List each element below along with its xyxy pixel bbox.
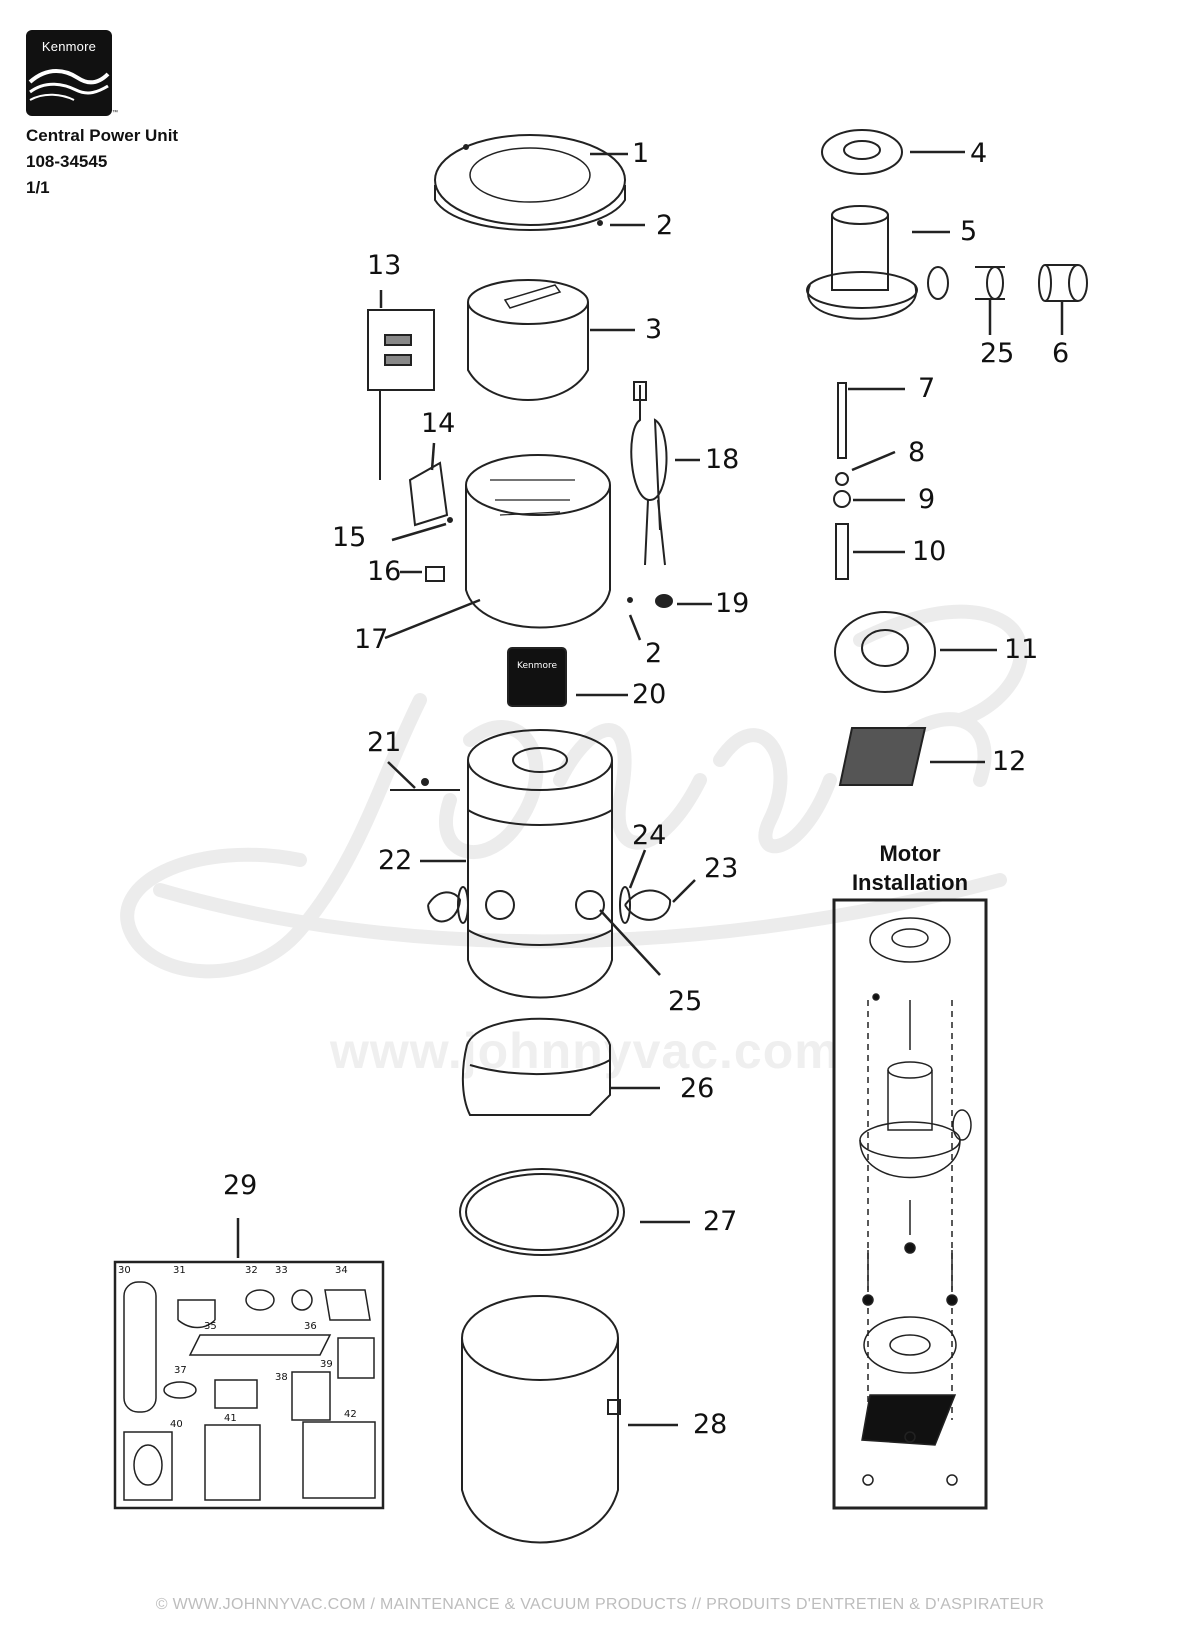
kit-callout-31: 31: [173, 1265, 186, 1276]
logo-wave-icon: [28, 69, 110, 101]
callout-4: 4: [970, 138, 988, 169]
callout-5: 5: [960, 216, 978, 247]
part-20-logo-text: Kenmore: [516, 661, 557, 671]
callout-24: 24: [632, 820, 667, 851]
kit-callout-33: 33: [275, 1265, 288, 1276]
callout-9: 9: [918, 484, 936, 515]
part-27-gasket-ring: [459, 1168, 625, 1256]
callout-18: 18: [705, 444, 740, 475]
part-15-screw: [447, 517, 453, 523]
page-title: Central Power Unit: [26, 126, 179, 145]
part-10-spacer: [835, 523, 849, 580]
callout-13: 13: [367, 250, 402, 281]
kit-callout-39: 39: [320, 1359, 333, 1370]
callout-8: 8: [908, 437, 926, 468]
kit-callout-38: 38: [275, 1372, 288, 1383]
part-1-top-cover: [434, 134, 626, 231]
part-14-bracket: [408, 461, 449, 527]
part-7-bolt: [837, 382, 847, 459]
callout-28: 28: [693, 1409, 728, 1440]
callout-16: 16: [367, 556, 402, 587]
callout-29: 29: [223, 1170, 258, 1201]
callout-6: 6: [1052, 338, 1070, 369]
kit-callout-36: 36: [304, 1321, 317, 1332]
kit-callout-41: 41: [224, 1413, 237, 1424]
callout-1: 1: [632, 138, 650, 169]
part-12-filter: [838, 727, 927, 786]
kit-callout-35: 35: [204, 1321, 217, 1332]
callout-3: 3: [645, 314, 663, 345]
part-8-washer: [835, 472, 849, 486]
callout-26: 26: [680, 1073, 715, 1104]
callout-27: 27: [703, 1206, 738, 1237]
callout-2b: 2: [645, 638, 663, 669]
part-11-gasket: [834, 611, 936, 693]
part-29-installation-kit: [113, 1260, 385, 1510]
part-13-connectors: [367, 309, 435, 480]
part-16-switch: [425, 566, 445, 582]
motor-installation-title-line2: Installation: [851, 869, 969, 895]
part-9-washer: [833, 490, 851, 508]
part-22-main-body: [427, 729, 672, 999]
kit-callout-40: 40: [170, 1419, 183, 1430]
part-21-latch-rod: [390, 778, 460, 791]
callout-21: 21: [367, 727, 402, 758]
callout-20: 20: [632, 679, 667, 710]
part-18-power-cord: [630, 381, 668, 566]
part-28-dirt-canister: [461, 1295, 621, 1544]
callout-7: 7: [918, 373, 936, 404]
page-number: 1/1: [26, 178, 50, 197]
part-26-filter-bag: [461, 1017, 611, 1116]
part-2-screw-b: [627, 597, 633, 603]
kenmore-logo: Kenmore: [26, 30, 112, 116]
model-number: 108-34545: [26, 152, 108, 171]
part-17-housing: [465, 454, 611, 629]
part-4-gasket: [821, 129, 903, 175]
part-20-logo-badge: [507, 647, 567, 707]
motor-installation-title-line1: Motor: [879, 841, 941, 866]
callout-23: 23: [704, 853, 739, 884]
kit-callout-30: 30: [118, 1265, 131, 1276]
motor-installation-title: Motor Installation: [820, 840, 1000, 897]
callout-25a: 25: [980, 338, 1015, 369]
part-5-motor: [806, 205, 1088, 320]
part-19-grommet: [655, 594, 673, 608]
trademark-mark: ™: [112, 110, 118, 116]
callout-17: 17: [354, 624, 389, 655]
callout-10: 10: [912, 536, 947, 567]
kit-callout-32: 32: [245, 1265, 258, 1276]
callout-15: 15: [332, 522, 367, 553]
kit-callout-42: 42: [344, 1409, 357, 1420]
kit-callout-34: 34: [335, 1265, 348, 1276]
part-3-motor-cap: [467, 279, 589, 401]
callout-14: 14: [421, 408, 456, 439]
callout-2a: 2: [656, 210, 674, 241]
callout-11: 11: [1004, 634, 1039, 665]
callout-12: 12: [992, 746, 1027, 777]
callout-25b: 25: [668, 986, 703, 1017]
kit-callout-37: 37: [174, 1365, 187, 1376]
logo-brand-text: Kenmore: [41, 39, 97, 54]
part-2-screw-a: [597, 220, 603, 226]
motor-installation-panel: [832, 898, 988, 1510]
callout-19: 19: [715, 588, 750, 619]
callout-leader-lines: [236, 150, 1064, 1427]
callout-22: 22: [378, 845, 413, 876]
footer-copyright: © WWW.JOHNNYVAC.COM / MAINTENANCE & VACU…: [155, 1596, 1045, 1613]
